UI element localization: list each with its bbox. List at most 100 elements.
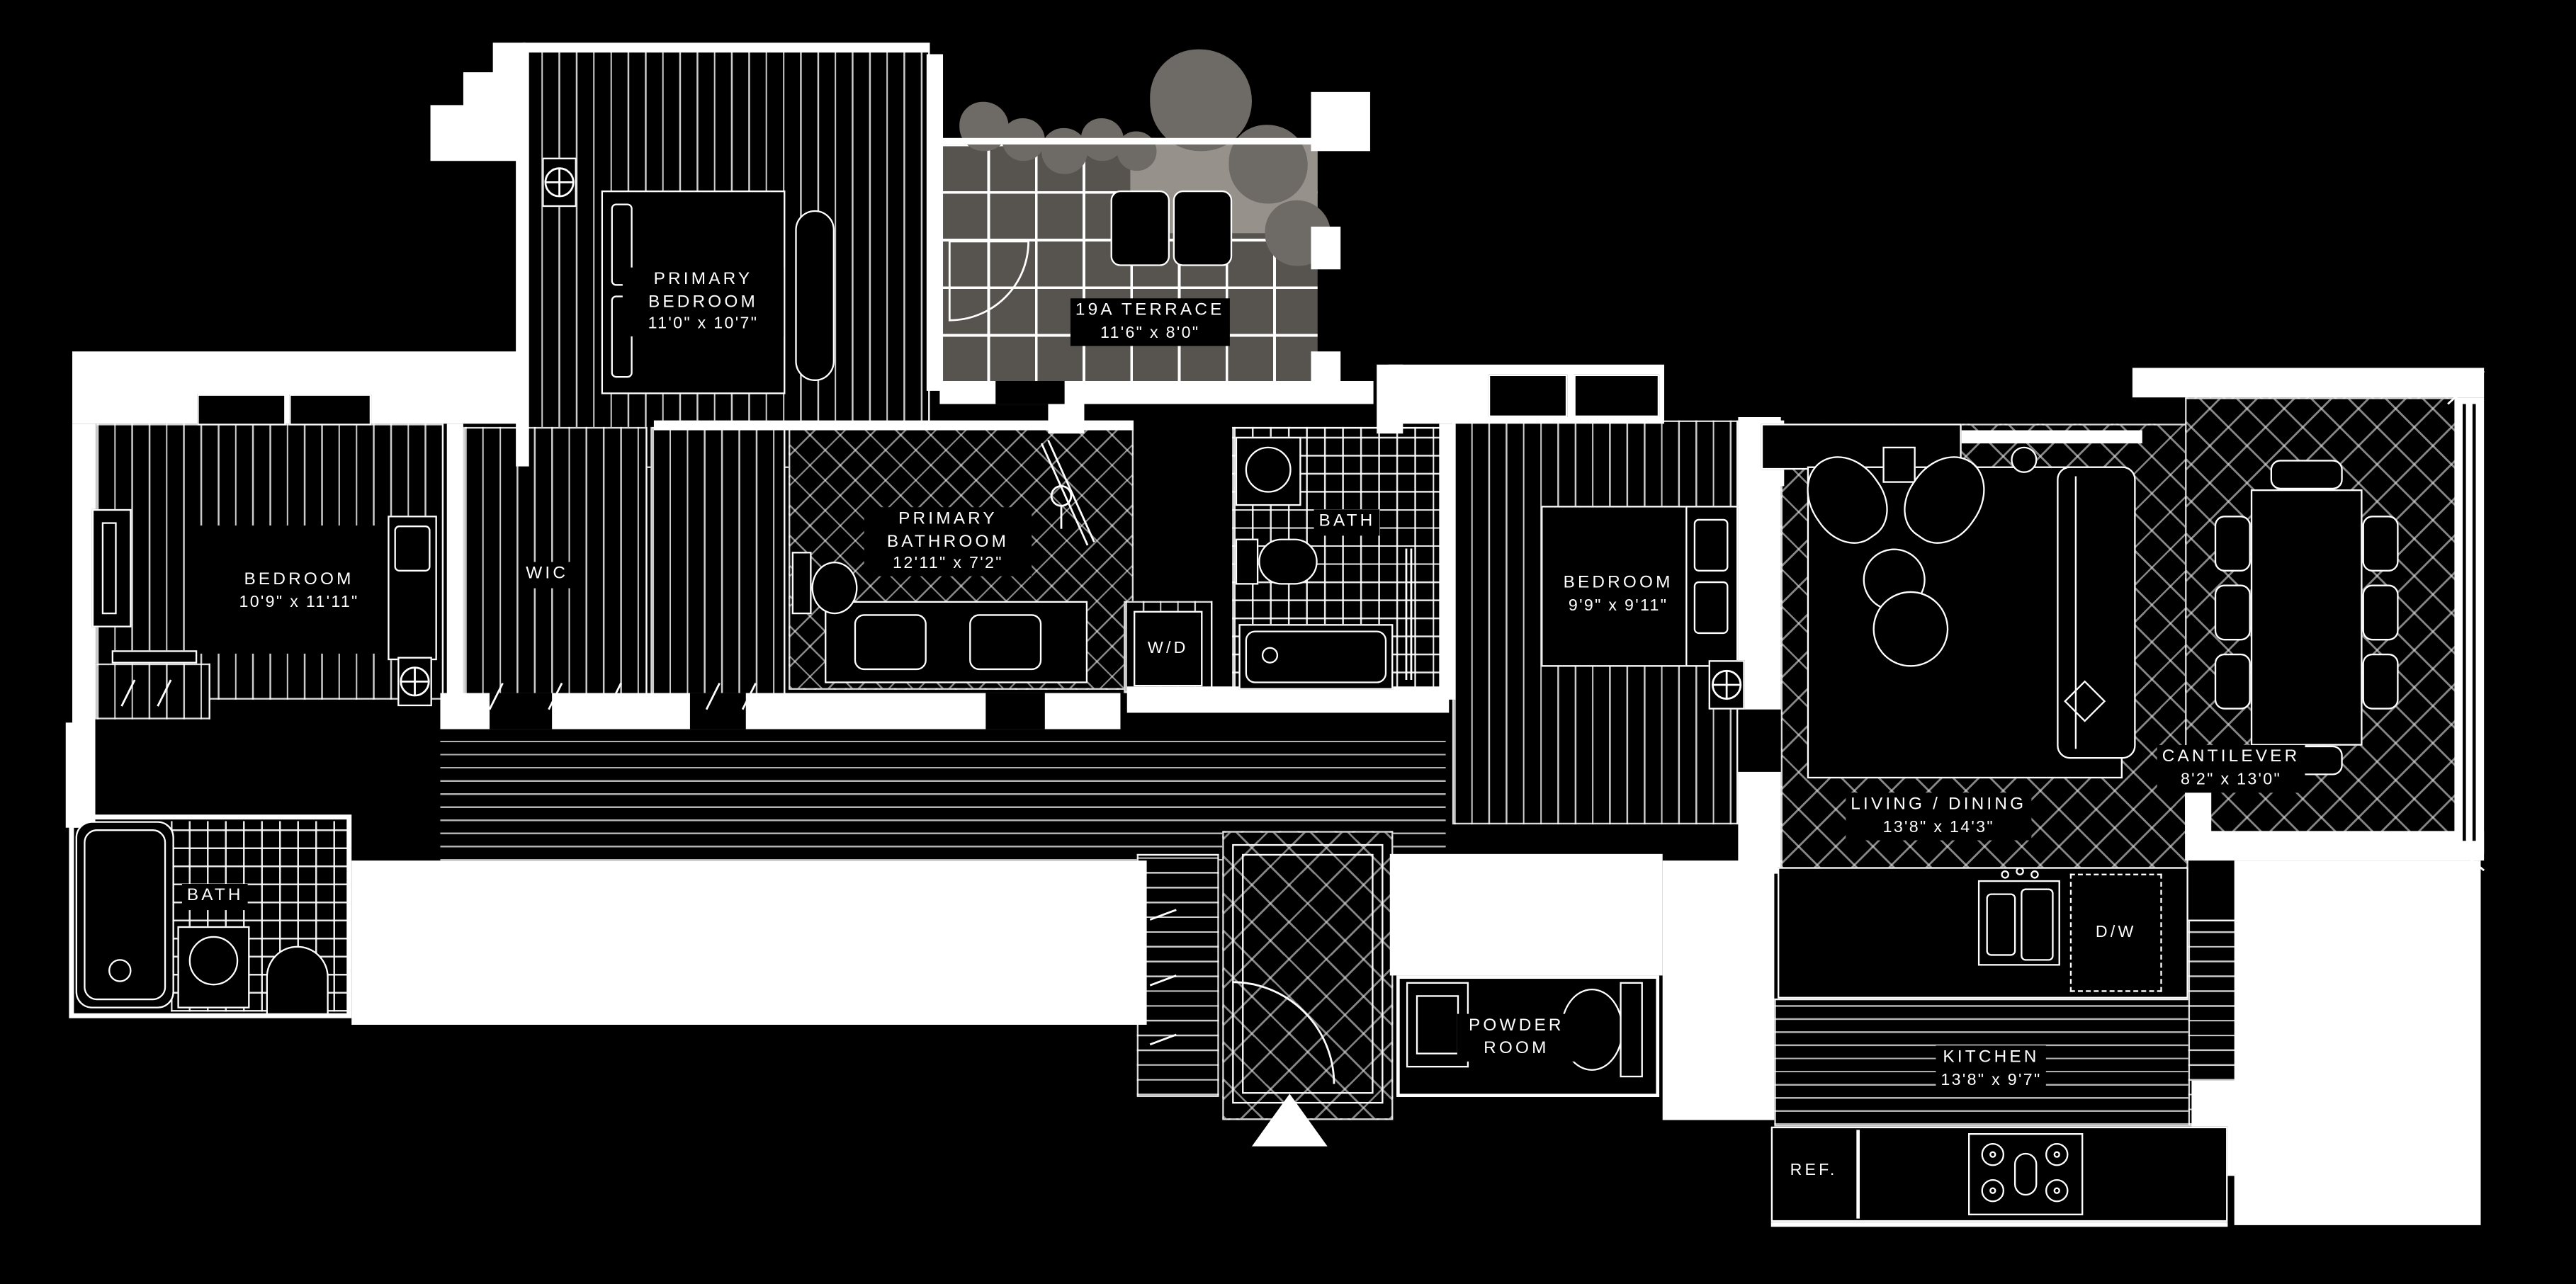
chaise-bench (795, 210, 835, 381)
exterior-blank-area (2234, 860, 2481, 1225)
room-label-bedroom-right: BEDROOM 9'9" x 9'11" (1558, 571, 1678, 618)
room-name: BEDROOM (1563, 572, 1673, 593)
room-label-wic: WIC (521, 562, 574, 588)
cantilever-east-wall (2454, 397, 2485, 854)
wall-segment (1770, 1222, 2228, 1227)
shower-glass-line (1405, 548, 1413, 681)
window (1488, 374, 1568, 417)
exterior-blank-area (1389, 853, 1663, 976)
sofa-back-line (2074, 476, 2077, 749)
room-name: W/D (1147, 640, 1189, 658)
exterior-blank-area (351, 860, 1147, 1025)
wall-segment (926, 54, 944, 391)
room-dims: 8'2" x 13'0" (2180, 771, 2282, 789)
drain (1261, 647, 1279, 664)
faucet-dot (2030, 870, 2039, 879)
room-name: 19A TERRACE (1075, 300, 1225, 320)
room-name: BEDROOM (244, 569, 354, 589)
refrigerator-divider (1856, 1130, 1860, 1219)
burner (2045, 1178, 2069, 1203)
wall-segment (522, 42, 930, 53)
wall-segment (516, 49, 529, 467)
wall-segment (1311, 351, 1341, 398)
pendant-light-icon (1050, 484, 1073, 529)
burner (1981, 1178, 2005, 1203)
room-name: CANTILEVER (2162, 746, 2300, 767)
room-label-bedroom-left: BEDROOM 10'9" x 11'11" (234, 567, 364, 615)
door-opening (985, 693, 1045, 729)
window (197, 394, 286, 426)
window-mullion (2463, 404, 2466, 841)
door-opening (689, 693, 746, 729)
room-label-laundry: W/D (1142, 636, 1194, 661)
room-label-cantilever: CANTILEVER 8'2" x 13'0" (2157, 745, 2305, 792)
window-glass (101, 522, 117, 615)
appliance-label-refrigerator: REF. (1785, 1159, 1843, 1183)
wall-segment (939, 137, 1318, 145)
window-corner-mitre (2184, 370, 2485, 872)
sink-basin (2021, 888, 2054, 961)
door-opening (1738, 709, 1781, 772)
tree-icon (1150, 49, 1252, 152)
wall-segment (446, 424, 463, 713)
entry-arrow-icon (1251, 1093, 1328, 1147)
cooktop-center (2013, 1152, 2038, 1196)
drain (108, 959, 132, 982)
wall-segment (1126, 686, 1450, 713)
hall-vestibule (650, 426, 786, 710)
room-name: WIC (526, 563, 569, 584)
exterior-blank-area (1662, 860, 1775, 1120)
dining-chair (2362, 584, 2399, 641)
cantilever-north-wall (2132, 368, 2485, 398)
dining-chair (2362, 653, 2399, 710)
wall-segment (65, 722, 96, 828)
room-name: BATH (186, 885, 244, 906)
room-name: POWDER ROOM (1469, 1015, 1564, 1058)
appliance-name: D/W (2095, 924, 2137, 942)
room-dims: 10'9" x 11'11" (239, 593, 359, 612)
door-opening (490, 693, 553, 729)
room-label-primary-bedroom: PRIMARY BEDROOM 11'0" x 10'7" (622, 267, 784, 337)
room-dims: 11'0" x 10'7" (648, 315, 759, 334)
dining-chair (2214, 653, 2251, 710)
wall-segment (653, 420, 1134, 431)
pillow (394, 525, 431, 572)
wall-segment (1439, 424, 1456, 700)
burner-dot (1989, 1187, 1996, 1194)
room-dims: 13'8" x 9'7" (1941, 1071, 2042, 1090)
shrub-icon (1041, 127, 1088, 174)
faucet-dot (2001, 870, 2009, 879)
foyer-border-inner (1242, 853, 1374, 1094)
appliance-label-dishwasher: D/W (2091, 921, 2142, 945)
appliance-name: REF. (1790, 1161, 1838, 1181)
sink-round (188, 936, 239, 986)
window (1574, 374, 1660, 417)
wall-segment (430, 105, 526, 161)
toilet-tank (1620, 982, 1643, 1078)
toilet-bowl (1258, 538, 1318, 585)
media-console (1761, 424, 1962, 470)
sink-basin (854, 614, 927, 671)
room-name: KITCHEN (1943, 1047, 2040, 1067)
door-swing-arc (948, 240, 1030, 322)
room-label-terrace: 19A TERRACE 11'6" x 8'0" (1070, 298, 1230, 346)
terrace-chair (1173, 190, 1233, 266)
wall-segment (1311, 227, 1341, 270)
room-dims: 13'8" x 14'3" (1882, 818, 1994, 837)
room-label-powder: POWDER ROOM (1457, 1013, 1576, 1062)
burner-dot (2053, 1187, 2060, 1194)
closet-bedroom-left (95, 663, 210, 720)
burner-dot (2053, 1151, 2060, 1158)
entry-foyer (1222, 831, 1394, 1120)
window-mullion (2472, 404, 2476, 841)
dining-chair (2362, 516, 2399, 572)
shower-glass-line (1040, 439, 1095, 546)
bathtub-inner (84, 829, 166, 1001)
toilet-bowl (266, 945, 329, 1016)
nesting-table (1872, 591, 1949, 667)
pillow (1693, 581, 1729, 635)
room-name: PRIMARY BATHROOM (886, 509, 1010, 551)
dishwasher (2069, 873, 2162, 992)
